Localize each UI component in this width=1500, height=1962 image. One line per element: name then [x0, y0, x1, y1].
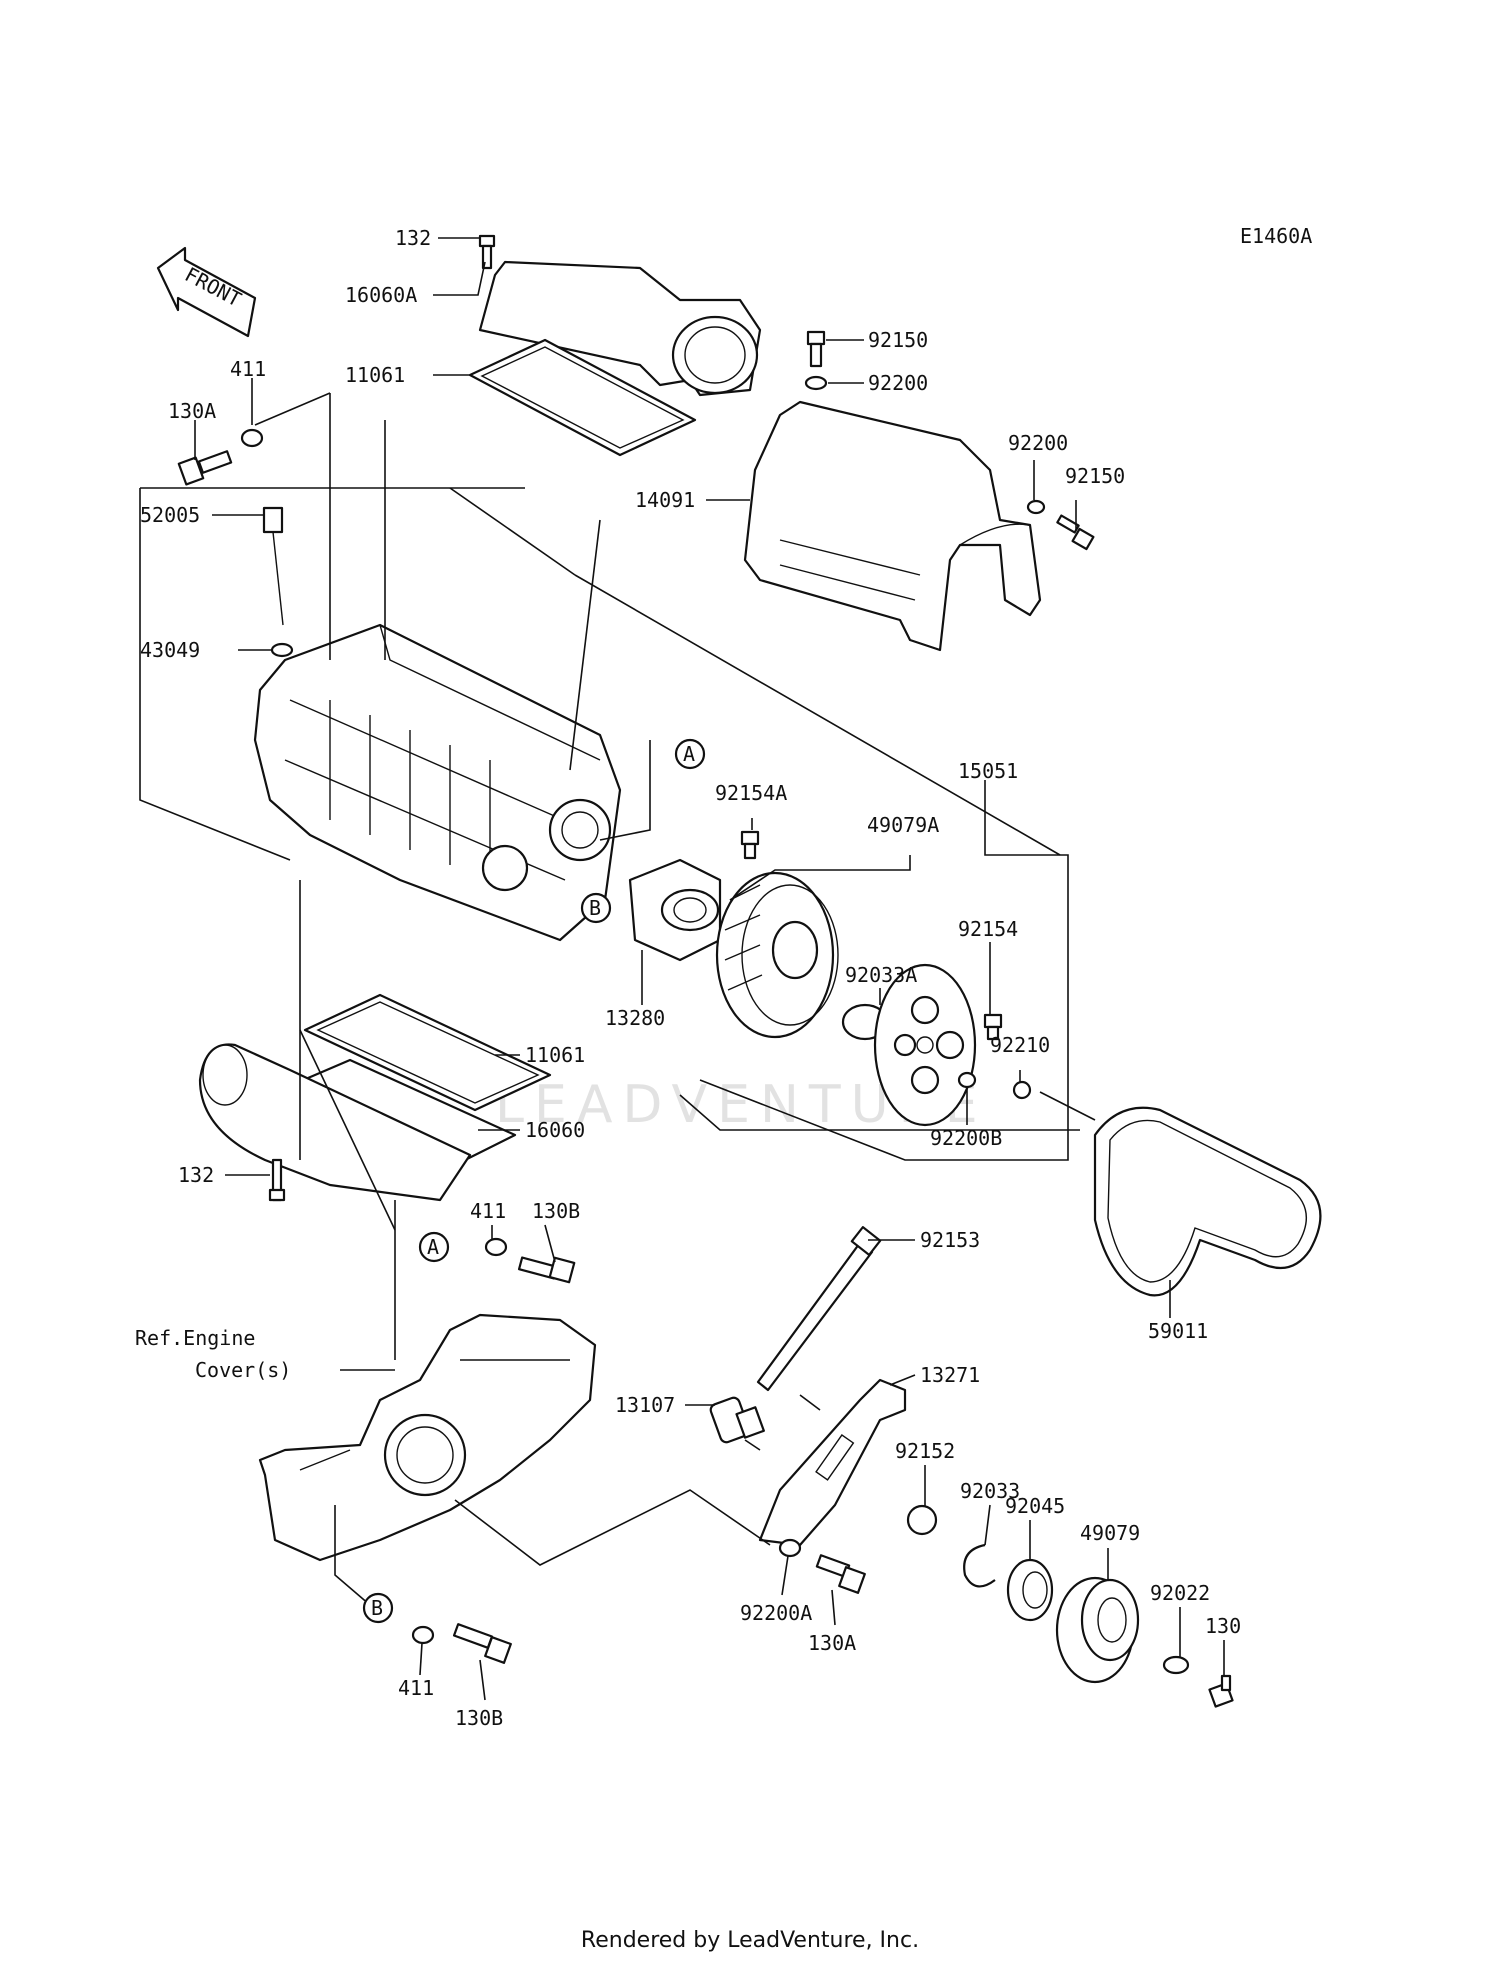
label-411-mid: 411 — [470, 1199, 506, 1223]
bolt-130B-mid — [517, 1256, 576, 1284]
label-92150-right: 92150 — [1065, 464, 1125, 488]
label-92033A: 92033A — [845, 963, 917, 987]
label-14091: 14091 — [635, 488, 695, 512]
label-132-bottom: 132 — [178, 1163, 214, 1187]
label-13107: 13107 — [615, 1393, 675, 1417]
callout-b-upper: B — [580, 892, 612, 924]
label-92150-top: 92150 — [868, 328, 928, 352]
label-11061-top: 11061 — [345, 363, 405, 387]
belt-cover — [743, 400, 1042, 652]
label-15051: 15051 — [958, 759, 1018, 783]
label-92154: 92154 — [958, 917, 1018, 941]
part-labels: 132 16060A 11061 411 130A 52005 43049 92… — [140, 226, 1241, 1730]
bearing-holder — [628, 858, 722, 962]
svg-text:A: A — [683, 742, 695, 766]
diagram-code: E1460A — [1240, 224, 1312, 248]
label-13271: 13271 — [920, 1363, 980, 1387]
svg-text:B: B — [589, 896, 601, 920]
label-92045: 92045 — [1005, 1494, 1065, 1518]
washer-92022 — [1162, 1655, 1190, 1675]
reference-note-line2: Cover(s) — [195, 1358, 291, 1382]
label-411-bottom: 411 — [398, 1676, 434, 1700]
bolt-92154A — [740, 830, 760, 860]
bolt-92150-top — [806, 330, 826, 368]
snap-ring-92033 — [963, 1543, 996, 1588]
washer-411-mid — [484, 1237, 508, 1257]
label-92022: 92022 — [1150, 1581, 1210, 1605]
label-411-top: 411 — [230, 357, 266, 381]
bolt-132-top — [478, 234, 496, 270]
collar — [709, 1396, 765, 1444]
washer-92200-right — [1026, 499, 1046, 515]
bolt-132-bottom — [268, 1158, 286, 1202]
label-130B-mid: 130B — [532, 1199, 580, 1223]
label-132-top: 132 — [395, 226, 431, 250]
label-16060A: 16060A — [345, 283, 417, 307]
bolt-92150-right — [1056, 514, 1095, 551]
long-bolt — [756, 1226, 882, 1392]
upper-intake-duct — [468, 260, 762, 457]
bolt-130A-top — [177, 450, 233, 486]
callout-a-upper: A — [674, 738, 706, 770]
label-92153: 92153 — [920, 1228, 980, 1252]
label-130B-bottom: 130B — [455, 1706, 503, 1730]
label-43049: 43049 — [140, 638, 200, 662]
washer-92200B — [957, 1071, 977, 1089]
leader-lines — [139, 237, 1225, 1701]
supercharger-body — [253, 623, 622, 942]
bearing-92045 — [1006, 1558, 1054, 1622]
washer-92200A — [778, 1538, 802, 1558]
label-92200B: 92200B — [930, 1126, 1002, 1150]
label-130A-bottom: 130A — [808, 1631, 856, 1655]
label-13280: 13280 — [605, 1006, 665, 1030]
label-92152: 92152 — [895, 1439, 955, 1463]
callout-a-lower: A — [418, 1231, 450, 1263]
bearing-92152 — [906, 1504, 938, 1536]
bolt-92154 — [983, 1013, 1003, 1041]
drive-belt — [1093, 1106, 1322, 1297]
label-92200-top: 92200 — [868, 371, 928, 395]
dipstick — [262, 506, 284, 626]
bolt-130B-bottom — [452, 1623, 512, 1664]
label-49079A: 49079A — [867, 813, 939, 837]
label-130: 130 — [1205, 1614, 1241, 1638]
o-ring-43049 — [270, 642, 294, 658]
label-92033: 92033 — [960, 1479, 1020, 1503]
front-arrow-icon: FRONT — [156, 246, 257, 338]
nut-92210 — [1012, 1080, 1032, 1100]
coupling-hub — [873, 963, 977, 1127]
label-59011: 59011 — [1148, 1319, 1208, 1343]
label-92200-right: 92200 — [1008, 431, 1068, 455]
label-92154A: 92154A — [715, 781, 787, 805]
label-16060: 16060 — [525, 1118, 585, 1142]
washer-92200-top — [804, 375, 828, 391]
lower-intake-duct — [198, 993, 552, 1202]
washer-411-top — [240, 428, 264, 448]
label-11061-bottom: 11061 — [525, 1043, 585, 1067]
pulley — [715, 871, 839, 1039]
label-92210: 92210 — [990, 1033, 1050, 1057]
washer-411-bottom — [411, 1625, 435, 1645]
label-52005: 52005 — [140, 503, 200, 527]
reference-note-line1: Ref.Engine — [135, 1326, 255, 1350]
label-92200A: 92200A — [740, 1601, 812, 1625]
svg-text:A: A — [427, 1235, 439, 1259]
callout-b-lower: B — [362, 1592, 394, 1624]
bolt-130 — [1208, 1674, 1234, 1708]
footer-credit: Rendered by LeadVenture, Inc. — [580, 1928, 920, 1953]
idler-pulley-49079 — [1055, 1576, 1140, 1684]
engine-cover — [258, 1313, 597, 1562]
tensioner-bracket — [758, 1378, 907, 1547]
bolt-130A-bottom — [815, 1554, 866, 1594]
label-49079: 49079 — [1080, 1521, 1140, 1545]
svg-text:B: B — [371, 1596, 383, 1620]
reference-note: Ref.Engine Cover(s) — [135, 1326, 395, 1382]
label-130A-top: 130A — [168, 399, 216, 423]
